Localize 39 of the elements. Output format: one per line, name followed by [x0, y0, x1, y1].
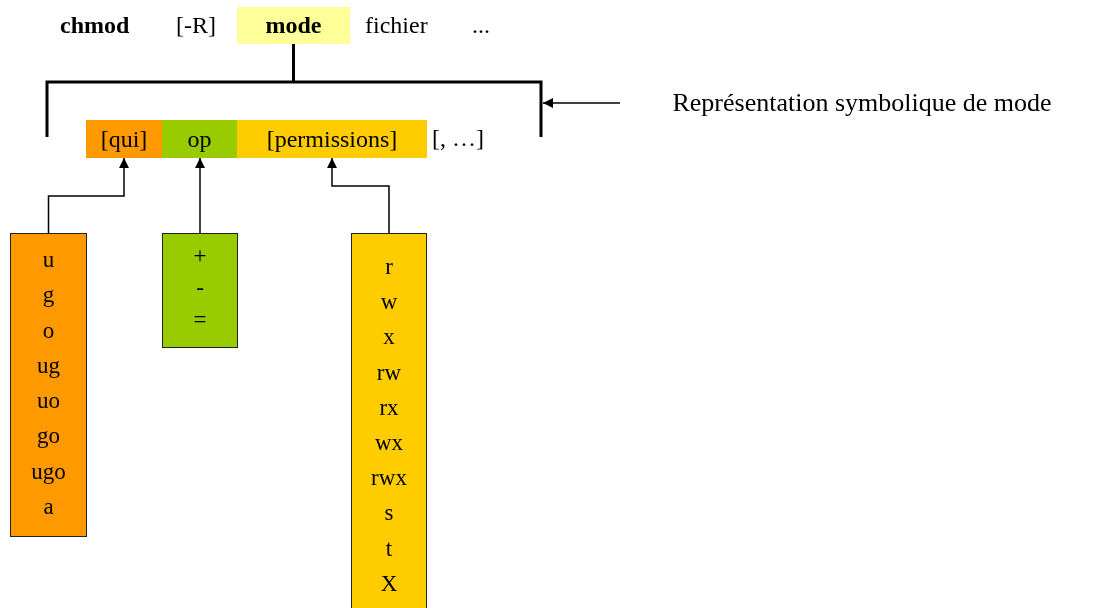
- option-list: [10, 233, 87, 537]
- highlighted-word: mode: [237, 7, 350, 44]
- list-item: rx: [379, 393, 399, 422]
- list-item: x: [383, 323, 395, 352]
- annotation-text: Représentation symbolique de mode: [622, 86, 1102, 120]
- list-item: X: [380, 569, 398, 598]
- option-list: [162, 233, 238, 348]
- list-item: s: [384, 499, 394, 528]
- arrow: [195, 157, 205, 234]
- repeat-marker: [, …]: [432, 125, 484, 152]
- syntax-segment: [qui]: [86, 120, 162, 158]
- list-item: g: [42, 281, 55, 310]
- option-list: [351, 233, 427, 608]
- list-item: wx: [374, 428, 404, 457]
- list-item: ugo: [31, 457, 66, 486]
- list-item: uo: [37, 387, 60, 416]
- list-item: rw: [376, 358, 402, 387]
- command-name: chmod: [60, 12, 130, 39]
- syntax-segment: op: [162, 120, 237, 158]
- list-item: =: [193, 306, 207, 334]
- arrow: [542, 98, 621, 108]
- ellipsis: ...: [472, 12, 490, 39]
- command-argument: fichier: [365, 12, 428, 39]
- command-option: [-R]: [176, 12, 216, 39]
- list-item: -: [196, 274, 204, 302]
- list-item: ug: [37, 351, 60, 380]
- list-item: o: [42, 316, 55, 345]
- arrow: [47, 157, 129, 234]
- list-item: u: [42, 246, 55, 274]
- arrow: [327, 157, 390, 234]
- connector-line: [292, 44, 295, 81]
- list-item: a: [43, 493, 54, 522]
- list-item: go: [37, 422, 60, 451]
- list-item: +: [193, 242, 207, 270]
- list-item: w: [380, 288, 398, 317]
- list-item: rwx: [371, 464, 407, 493]
- list-item: r: [385, 253, 393, 281]
- syntax-segment: [permissions]: [237, 120, 427, 158]
- list-item: t: [385, 534, 393, 563]
